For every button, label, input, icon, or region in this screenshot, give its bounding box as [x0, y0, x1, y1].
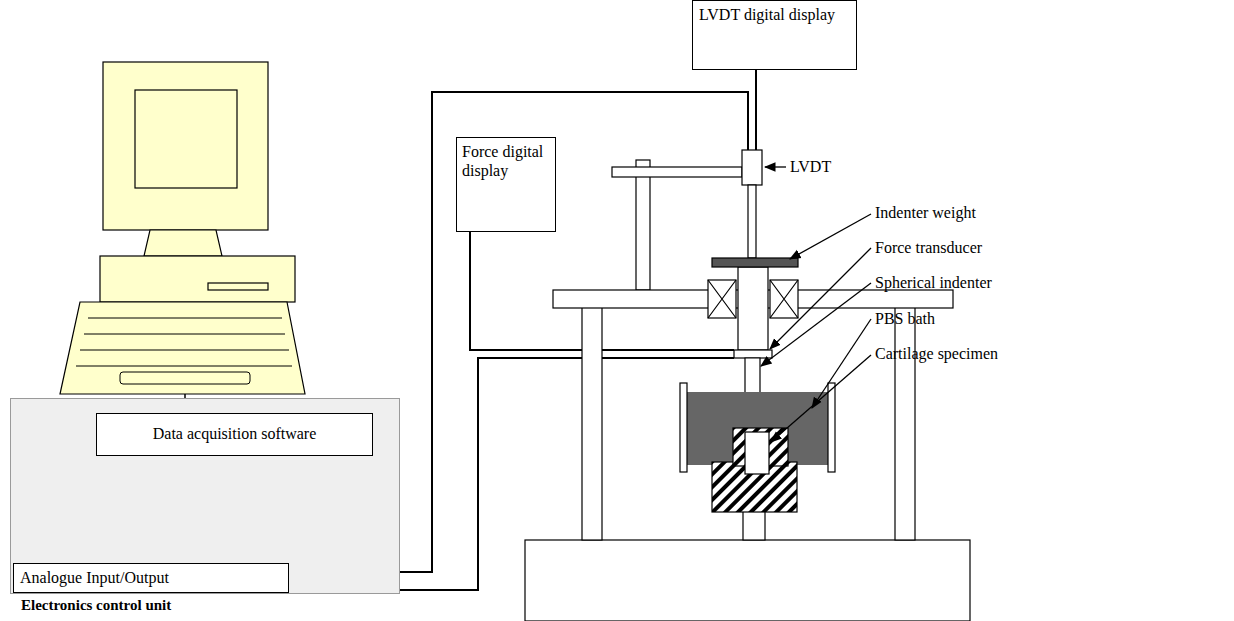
leader-line: [770, 248, 871, 349]
part-label: Force transducer: [875, 238, 982, 257]
indenter-weight: [712, 258, 798, 267]
part-label: Indenter weight: [875, 203, 976, 222]
box-label: Data acquisition software: [103, 424, 366, 443]
keyboard-keys: [76, 318, 292, 384]
part-label: Cartilage specimen: [875, 344, 998, 363]
lvdt-body: [742, 150, 762, 185]
leader-lines: [761, 167, 871, 442]
side-post: [582, 298, 602, 540]
box-label: Force digital display: [462, 142, 550, 180]
display-box: Force digital display: [456, 137, 556, 232]
keyboard: [60, 302, 305, 394]
bath-wall: [680, 383, 687, 472]
part-label: Spherical indenter: [875, 273, 992, 292]
box-label: Analogue Input/Output: [20, 568, 282, 587]
side-post: [895, 298, 915, 540]
computer-illustration: [60, 62, 305, 394]
box-label: LVDT digital display: [699, 5, 850, 24]
indenter-cylinder: [738, 267, 768, 350]
force-transducer: [734, 350, 772, 358]
bearing: [708, 280, 798, 318]
control-unit-panel: Electronics control unitData acquisition…: [10, 398, 400, 594]
leader-line: [765, 166, 786, 167]
part-label: PBS bath: [875, 309, 935, 328]
software-box: Data acquisition software: [96, 413, 373, 456]
screen: [135, 90, 237, 188]
leader-line: [790, 214, 871, 259]
bath-wall: [828, 383, 835, 472]
shaft: [748, 185, 756, 258]
holder-stem: [743, 510, 765, 540]
lvdt-display-wire: [755, 70, 757, 150]
display-box: LVDT digital display: [692, 0, 857, 70]
top-arm: [612, 167, 742, 177]
monitor: [103, 62, 268, 230]
disk-slot: [208, 283, 268, 290]
panel-title: Electronics control unit: [21, 596, 171, 614]
monitor-stand: [144, 230, 222, 256]
base: [525, 540, 970, 621]
leader-line: [761, 283, 871, 366]
computer-case: [100, 256, 295, 302]
leader-line: [771, 355, 871, 442]
stand-post: [636, 160, 650, 290]
part-label: LVDT: [790, 157, 831, 176]
cartilage-specimen: [745, 432, 769, 474]
io-box: Analogue Input/Output: [13, 563, 289, 593]
